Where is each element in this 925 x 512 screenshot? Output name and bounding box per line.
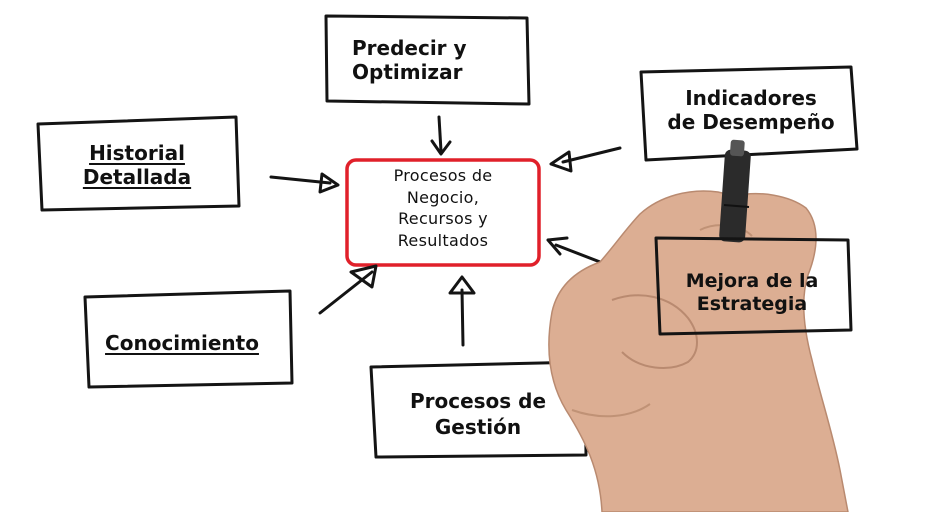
node-indicadores-line-2: de Desempeño [667,110,835,135]
node-historial-label: Historial Detallada [62,141,212,190]
box-gestion [369,360,588,459]
node-indicadores-label: Indicadores de Desempeño [662,86,840,135]
node-conocimiento-label: Conocimiento [92,331,272,355]
node-predecir-line-2: Optimizar [352,60,463,85]
arrow-from-conocimiento [318,264,378,315]
box-mejora [654,236,853,336]
node-historial-line-1: Historial [89,141,185,165]
node-gestion-line-1: Procesos de [409,389,547,413]
center-line-3: Recursos y [398,209,488,229]
box-historial [36,115,241,212]
box-predecir [324,14,531,106]
node-predecir-line-1: Predecir y [352,36,467,60]
center-box [345,158,541,267]
node-mejora-label: Mejora de la Estrategia [664,270,840,316]
center-node-label: Procesos de Negocio, Recursos y Resultad… [350,165,536,251]
arrow-from-indicadores [549,146,622,173]
node-conocimiento-line-1: Conocimiento [105,331,259,355]
node-predecir-label: Predecir y Optimizar [352,36,467,85]
node-historial-line-2: Detallada [82,165,192,190]
node-gestion-label: Procesos de Gestión [382,388,574,440]
node-mejora-line-1: Mejora de la [685,270,819,292]
node-mejora-line-2: Estrategia [696,293,808,316]
box-indicadores [639,65,859,162]
hand-illustration [548,139,849,512]
center-line-2: Negocio, [406,187,480,207]
node-gestion-line-2: Gestión [434,415,522,439]
center-line-4: Resultados [397,230,489,250]
arrow-from-historial [269,172,340,194]
box-conocimiento [83,289,294,389]
center-line-1: Procesos de [393,166,493,185]
node-indicadores-line-1: Indicadores [685,86,817,110]
arrow-from-gestion [448,275,476,347]
arrow-from-predecir [430,115,452,156]
